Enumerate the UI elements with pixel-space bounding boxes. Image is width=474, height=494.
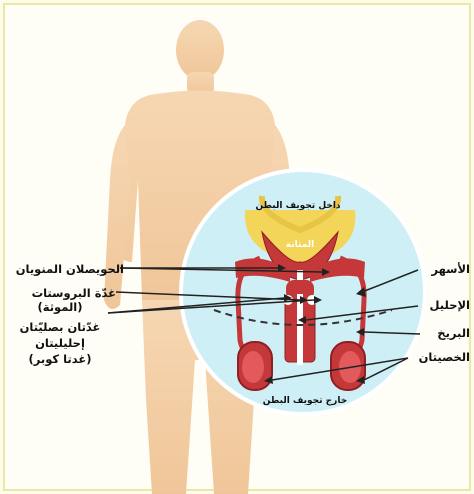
inside-abdomen-label: داخل تجويف البطن — [238, 201, 358, 212]
bladder-label: المثانة — [268, 238, 332, 252]
bulbourethral-label-line1: غدّتان بصليّتان — [4, 320, 116, 334]
prostate-label-line1: غدّة البروستات — [6, 286, 116, 300]
testes-label: الخصيتان — [404, 350, 470, 364]
scrotum-label: البريخ — [420, 326, 470, 340]
seminal-vesicles-label: الحويصلان المنويان — [6, 262, 124, 276]
head — [176, 20, 224, 80]
urethra-label: الإحليل — [418, 298, 470, 312]
prostate-label-line2: (الموثة) — [10, 300, 110, 314]
vas-deferens-label: الأسهر — [418, 262, 470, 276]
bulbourethral-label-line2: إحليليتان — [4, 336, 116, 350]
outside-abdomen-label: خارج تجويف البطن — [250, 396, 360, 407]
bulbourethral-label-line3: (غدتا كوبر) — [4, 352, 116, 366]
